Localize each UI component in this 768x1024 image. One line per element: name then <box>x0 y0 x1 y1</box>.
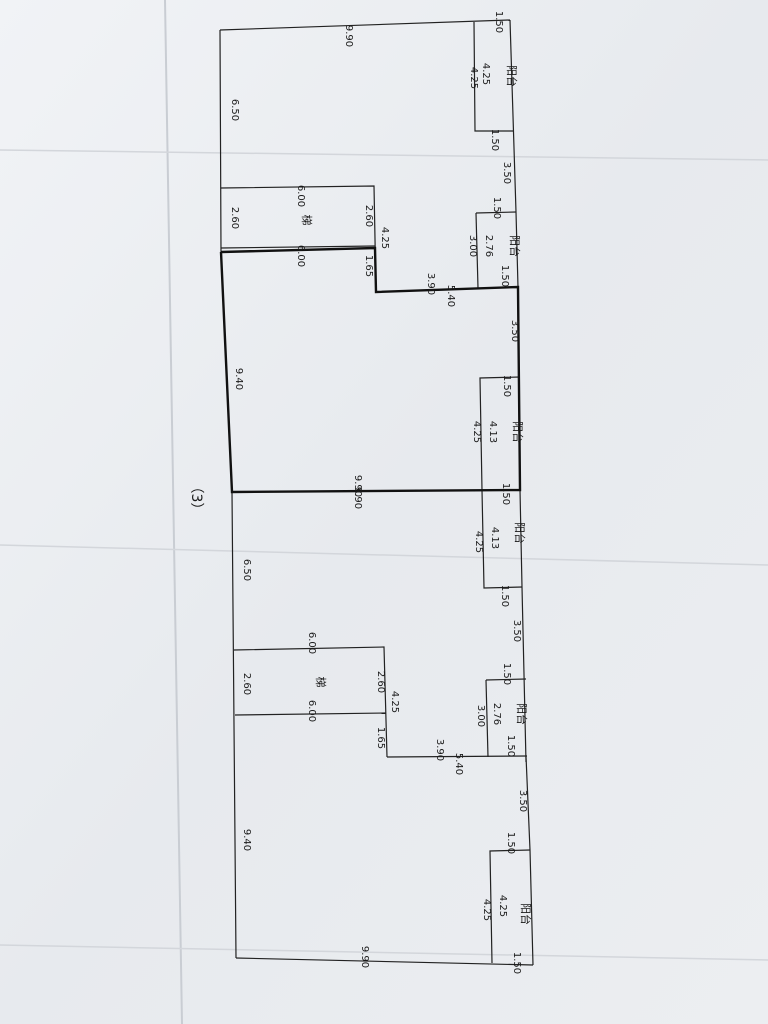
dim-right-step2-b: 1.65 <box>375 727 386 749</box>
stair-2 <box>233 646 388 758</box>
fold-line <box>164 0 183 1024</box>
balcony-label-6: 阳台 <box>519 903 533 925</box>
balcony-6 <box>489 849 531 964</box>
balcony-5 <box>485 678 527 681</box>
dim-bal5-b: 3.00 <box>475 705 486 727</box>
top-wall <box>219 19 511 31</box>
dim-notch2-a: 3.90 <box>434 739 445 761</box>
dim-top-left-side: 6.50 <box>229 99 240 121</box>
dim-top-right-gap: 3.50 <box>501 162 512 184</box>
dim-bal6-top: 1.50 <box>505 832 516 854</box>
dim-notch-b: 5.40 <box>445 285 456 307</box>
dim-stair1-bottom: 6.00 <box>295 245 306 267</box>
dim-stair2-top: 6.00 <box>306 632 317 654</box>
fold-line <box>0 544 768 566</box>
dim-bottom-left-side: 9.40 <box>241 829 252 851</box>
dim-bal6-b: 4.25 <box>481 899 492 921</box>
dim-right-step-b: 1.65 <box>363 255 374 277</box>
dim-top-width: 9.90 <box>343 25 354 47</box>
labels: 9.90 1.50 阳台 4.25 4.25 1.50 6.50 3.50 6.… <box>188 11 533 974</box>
dim-bal4-a: 4.13 <box>489 527 500 549</box>
dim-bal2-bottom: 1.50 <box>499 265 510 287</box>
dim-stair2-bottom: 6.00 <box>306 700 317 722</box>
balcony-label-4: 阳台 <box>513 522 527 544</box>
dim-notch-a: 3.90 <box>425 273 436 295</box>
dim-bottom-width: 9.90 <box>359 946 370 968</box>
dim-lower-left-side: 6.50 <box>241 559 252 581</box>
dim-center-balcony-depth: 1.50 <box>500 483 511 505</box>
notch-2 <box>386 755 528 758</box>
dim-top-balcony-depth: 1.50 <box>493 11 504 33</box>
dim-stair1-left: 2.60 <box>229 207 240 229</box>
dim-right-step-a: 4.25 <box>379 227 390 249</box>
dim-stair2-left: 2.60 <box>241 673 252 695</box>
bottom-wall <box>235 957 534 966</box>
dim-bal4-bottom: 1.50 <box>499 585 510 607</box>
dim-bal5-a: 2.76 <box>491 703 502 725</box>
stair-1-bottom <box>220 245 376 249</box>
stair-label-1: 梯 <box>300 215 313 226</box>
unit-outline <box>219 246 522 494</box>
stair-label-2: 梯 <box>314 677 327 688</box>
dim-bottom-right-gap: 3.50 <box>517 790 528 812</box>
dim-bal5-bottom: 1.50 <box>505 735 516 757</box>
dim-stair1-right: 2.60 <box>363 205 374 227</box>
balcony-4 <box>481 489 523 589</box>
dim-top-balcony-len: 4.25 <box>480 63 491 85</box>
balcony-3 <box>479 376 521 491</box>
dim-bal6-a: 4.25 <box>497 895 508 917</box>
balcony-5-inner <box>485 679 489 758</box>
dim-stair1-top: 6.00 <box>295 185 306 207</box>
balcony-label-top: 阳台 <box>505 65 519 87</box>
dim-bal5-top: 1.50 <box>501 663 512 685</box>
dim-right-step2-a: 4.25 <box>389 691 400 713</box>
dim-top-balcony-len-inner: 4.25 <box>468 67 479 89</box>
fold-line <box>0 149 768 161</box>
page-label: （3） <box>188 480 204 517</box>
dim-top-balcony-base: 1.50 <box>489 129 500 151</box>
balcony-label-3: 阳台 <box>511 421 525 443</box>
dim-bal3-top: 1.50 <box>501 375 512 397</box>
stair-2-bottom <box>234 712 387 716</box>
dim-notch2-b: 5.40 <box>453 753 464 775</box>
dim-mid-left-side: 9.40 <box>233 368 244 390</box>
dim-bal2-top: 1.50 <box>491 197 502 219</box>
balcony-2-inner <box>475 212 479 289</box>
dim-bal2-a: 2.76 <box>483 235 494 257</box>
dim-bal3-a: 4.13 <box>487 421 498 443</box>
balcony-label-2: 阳台 <box>508 235 522 257</box>
top-balcony <box>473 21 513 132</box>
dim-bal2-b: 3.00 <box>467 235 478 257</box>
dim-bal3-b: 4.25 <box>471 421 482 443</box>
balcony-2 <box>475 211 517 214</box>
dim-center-width-a: 9.90 <box>352 475 363 497</box>
dim-stair2-right: 2.60 <box>375 671 386 693</box>
fold-line <box>0 944 768 961</box>
dim-mid-right-gap: 3.50 <box>509 320 520 342</box>
dim-lower-right-gap: 3.50 <box>511 620 522 642</box>
dim-bottom-balcony-depth: 1.50 <box>511 952 522 974</box>
dim-bal4-b: 4.25 <box>473 531 484 553</box>
balcony-label-5: 阳台 <box>515 703 529 725</box>
dim-center-width-b: 9.90 <box>352 487 363 509</box>
